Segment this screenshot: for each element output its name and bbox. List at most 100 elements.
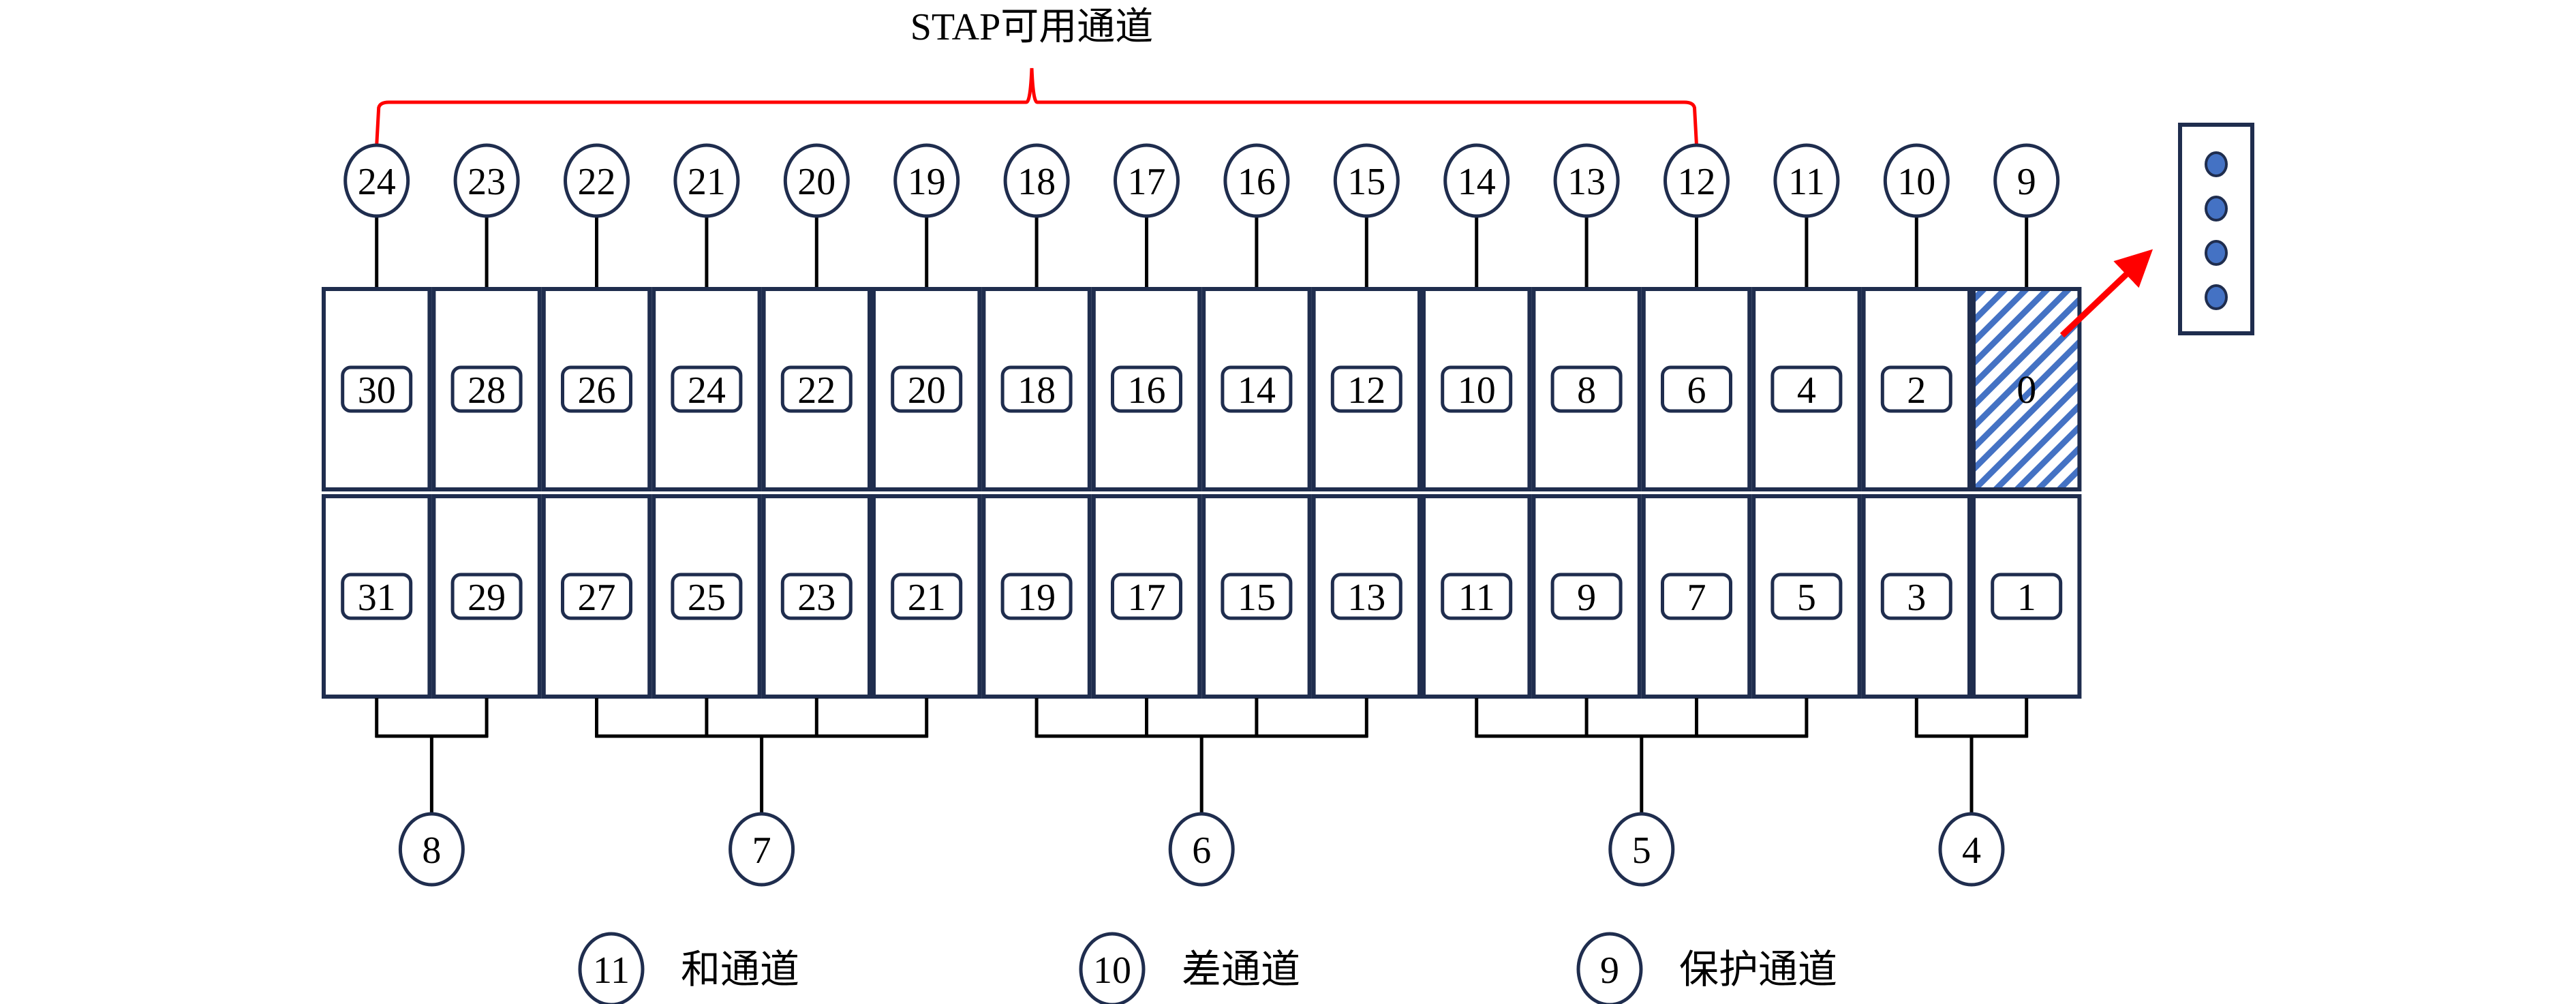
- top-cell-badge: [1330, 365, 1402, 413]
- bottom-cell-label: 29: [467, 577, 506, 619]
- group-label: 5: [1632, 830, 1651, 872]
- legend-symbol-circle: [578, 932, 645, 1004]
- channel-label: 20: [797, 161, 835, 203]
- top-cell-label: 8: [1577, 369, 1596, 412]
- bottom-cell-label: 21: [908, 577, 946, 619]
- bottom-cell-badge: [1330, 573, 1402, 620]
- stap-title: STAP可用通道: [910, 6, 1153, 48]
- top-cell-badge: [1221, 365, 1293, 413]
- bottom-cell-label: 3: [1907, 577, 1926, 619]
- bottom-cell-badge: [780, 573, 853, 620]
- channel-label: 14: [1458, 161, 1496, 203]
- legend-item: 11 和通道: [578, 932, 799, 1004]
- bottom-cell-label: 19: [1017, 577, 1056, 619]
- top-cell-label: 24: [688, 369, 726, 412]
- top-cell-badge: [891, 365, 963, 413]
- bottom-cell-badge: [1991, 573, 2063, 620]
- top-cell-label: 6: [1687, 369, 1706, 412]
- channel-circle: [673, 143, 740, 218]
- group-bracket: 4: [1914, 698, 2029, 887]
- hatched-cell: [1972, 287, 2082, 491]
- channel-label: 19: [908, 161, 946, 203]
- legend-symbol-circle: [1576, 932, 1643, 1004]
- side-panel: [2059, 123, 2254, 338]
- top-cell-label: 20: [908, 369, 946, 412]
- top-cell-badge: [780, 365, 853, 413]
- column: 10 2 3: [1861, 143, 1972, 699]
- channel-circle: [1993, 143, 2060, 218]
- top-cell-badge: [450, 365, 523, 413]
- bottom-cell-label: 17: [1128, 577, 1166, 619]
- bottom-cell-label: 23: [797, 577, 835, 619]
- channel-label: 18: [1017, 161, 1056, 203]
- bottom-cell-label: 25: [688, 577, 726, 619]
- top-cell-label: 26: [578, 369, 616, 412]
- bottom-cell-badge: [341, 573, 413, 620]
- bottom-cell-badge: [1550, 573, 1623, 620]
- top-cell-label: 10: [1458, 369, 1496, 412]
- top-cell-label: 4: [1797, 369, 1816, 412]
- channel-circle: [343, 143, 410, 218]
- channel-circle: [783, 143, 850, 218]
- legend-text: 保护通道: [1679, 947, 1837, 992]
- element-dot: [2205, 151, 2228, 177]
- channel-circle: [893, 143, 960, 218]
- group-circle: [729, 812, 795, 887]
- channel-circle: [1663, 143, 1730, 218]
- bottom-cell-badge: [1880, 573, 1952, 620]
- bottom-cell-badge: [561, 573, 632, 620]
- bottom-cell-badge: [1661, 573, 1732, 620]
- stap-brace-path: [375, 67, 1698, 146]
- channel-label: 16: [1238, 161, 1276, 203]
- bottom-cell-label: 9: [1577, 577, 1596, 619]
- top-cell-badge: [1111, 365, 1182, 413]
- bottom-cell-badge: [891, 573, 963, 620]
- bottom-cell-badge: [1000, 573, 1073, 620]
- channel-label: 10: [1897, 161, 1935, 203]
- channel-label: 21: [688, 161, 726, 203]
- top-cell-label: 2: [1907, 369, 1926, 412]
- channel-label: 11: [1788, 161, 1825, 203]
- channel-label: 13: [1567, 161, 1606, 203]
- top-cell-badge: [1000, 365, 1073, 413]
- bottom-cell-badge: [1770, 573, 1843, 620]
- legend-symbol-label: 9: [1600, 949, 1619, 992]
- top-cell-badge: [1661, 365, 1732, 413]
- bottom-cell-badge: [1111, 573, 1182, 620]
- top-cell-label: 30: [358, 369, 396, 412]
- column: 19 20 21: [872, 143, 982, 699]
- channel-label: 23: [467, 161, 506, 203]
- group-label: 7: [752, 830, 771, 872]
- bottom-cell-label: 1: [2017, 577, 2036, 619]
- channel-circle: [1443, 143, 1510, 218]
- bottom-cell-badge: [450, 573, 523, 620]
- channel-circle: [1333, 143, 1400, 218]
- cell-grid: 2430312328292226272124252022231920211818…: [322, 143, 2082, 699]
- top-cell-badge: [1880, 365, 1952, 413]
- legend-symbol-label: 11: [593, 949, 630, 992]
- group-bracket: 6: [1034, 698, 1368, 887]
- channel-label: 9: [2017, 161, 2036, 203]
- legend-text: 差通道: [1182, 947, 1300, 992]
- channel-label: 24: [358, 161, 396, 203]
- bottom-cell-label: 15: [1238, 577, 1276, 619]
- bottom-cell-badge: [1441, 573, 1513, 620]
- group-circle: [1168, 812, 1235, 887]
- group-circle: [1938, 812, 2005, 887]
- channel-circle: [564, 143, 630, 218]
- group-bracket: 5: [1475, 698, 1809, 887]
- legend-text: 和通道: [681, 947, 799, 992]
- element-dot: [2205, 196, 2228, 222]
- top-cell-badge: [1441, 365, 1513, 413]
